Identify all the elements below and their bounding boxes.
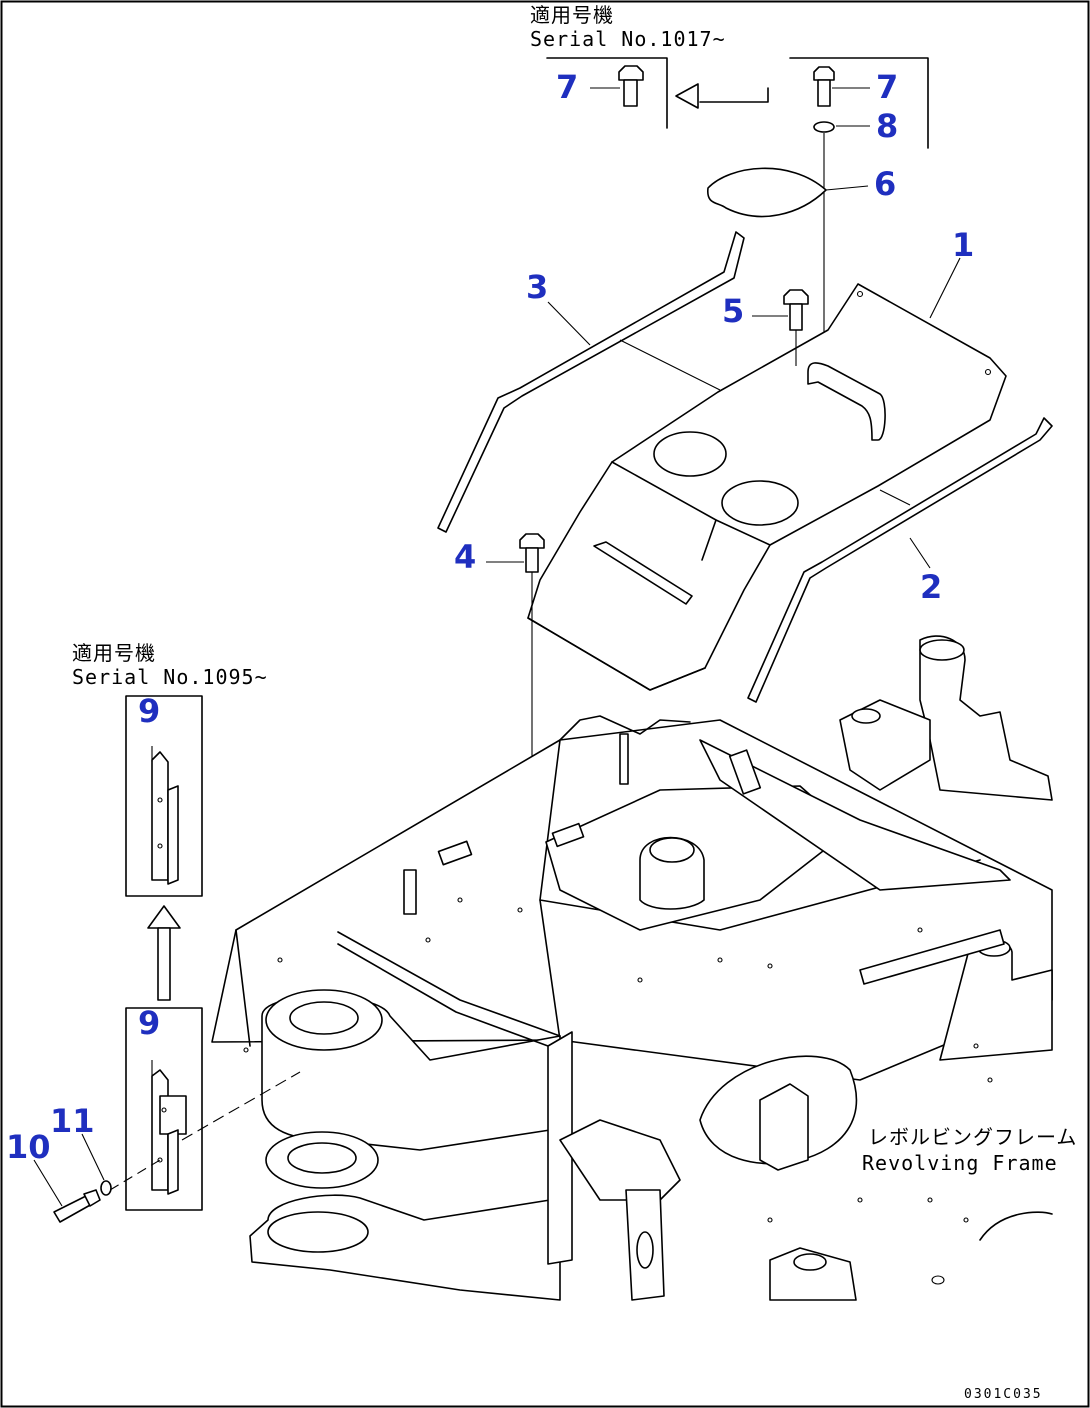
left-serial-note: Serial No.1095~ [72, 665, 268, 689]
callout-3: 3 [526, 268, 548, 306]
frame-label-jp: レボルビングフレーム [868, 1125, 1077, 1149]
callout-5: 5 [722, 292, 744, 330]
callout-10: 10 [6, 1128, 51, 1166]
change-arrow-icon [675, 83, 769, 109]
callout-9a: 9 [138, 692, 160, 730]
washer-11 [81, 1133, 112, 1196]
top-serial-note-jp: 適用号機 [530, 3, 614, 27]
plate-6 [707, 167, 869, 218]
bolt-5 [752, 289, 809, 366]
seal-strip-3 [437, 231, 745, 533]
drawing-code: 0301C035 [964, 1387, 1043, 1402]
bolt-10 [33, 1159, 101, 1223]
assembly-line-9 [181, 1071, 301, 1141]
detail-box-old [125, 1007, 203, 1211]
up-arrow-icon [147, 905, 181, 1001]
leader-2 [909, 537, 931, 569]
callout-9b: 9 [138, 1004, 160, 1042]
assembly-line-10 [109, 1159, 161, 1191]
leader-3b [619, 339, 721, 391]
bolt-7 [813, 66, 870, 107]
seal-strip-2 [747, 417, 1053, 703]
callout-8: 8 [876, 107, 898, 145]
leader-2b [879, 489, 911, 506]
revolving-frame [211, 635, 1053, 1301]
callout-11: 11 [50, 1102, 95, 1140]
callout-2: 2 [920, 568, 942, 606]
bracket-left [546, 57, 668, 129]
detail-box-new [125, 695, 203, 897]
washer-8 [813, 121, 870, 133]
bracket-right [789, 57, 929, 149]
callout-6: 6 [874, 165, 896, 203]
callout-7a: 7 [556, 68, 578, 106]
callout-4: 4 [454, 538, 476, 576]
left-serial-note-jp: 適用号機 [72, 641, 156, 665]
callout-1: 1 [952, 226, 974, 264]
bolt-7-alt [590, 65, 644, 107]
frame-label: Revolving Frame [862, 1151, 1058, 1175]
leader-1 [929, 257, 961, 319]
top-serial-note: Serial No.1017~ [530, 27, 726, 51]
leader-3 [547, 301, 591, 346]
cover-1 [527, 283, 1007, 691]
callout-7b: 7 [876, 68, 898, 106]
